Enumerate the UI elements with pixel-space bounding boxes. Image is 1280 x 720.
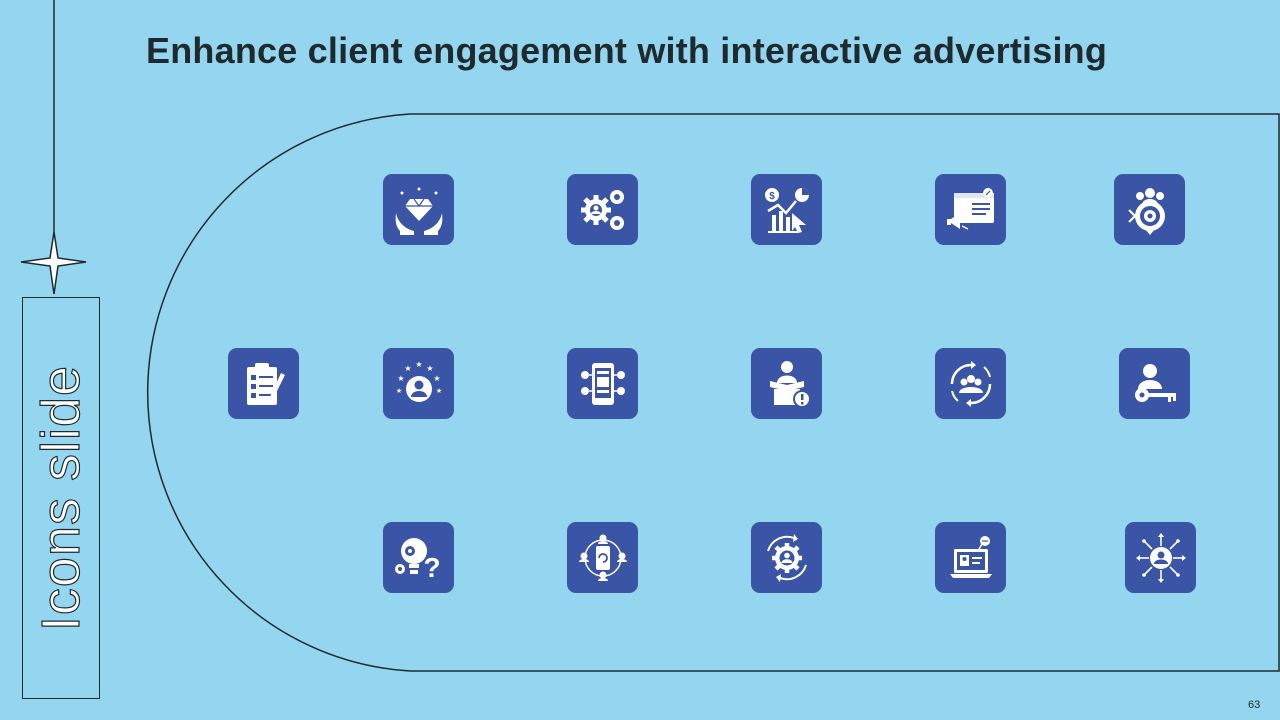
customer-rating-stars-icon: ★★★★★ ★ ★ [383, 348, 454, 419]
svg-text:★: ★ [426, 364, 433, 373]
laptop-profile-icon [935, 522, 1006, 593]
person-alert-box-icon [751, 348, 822, 419]
sales-chart-cursor-icon: $ [751, 174, 822, 245]
svg-text:★: ★ [415, 360, 422, 369]
checklist-clipboard-icon [228, 348, 299, 419]
svg-text:$: $ [769, 191, 775, 202]
hands-diamond-icon [383, 174, 454, 245]
svg-text:★: ★ [395, 387, 401, 395]
gear-person-cycle-icon [751, 522, 822, 593]
mobile-interactive-ad-icon [567, 348, 638, 419]
web-advertising-megaphone-icon [935, 174, 1006, 245]
side-label-box: Icons slide [22, 297, 100, 699]
side-label: Icons slide [30, 364, 91, 632]
user-reach-arrows-icon [1125, 522, 1196, 593]
person-key-icon [1119, 348, 1190, 419]
team-rotation-icon [935, 348, 1006, 419]
slide-title: Enhance client engagement with interacti… [146, 30, 1108, 71]
page-number: 63 [1248, 699, 1261, 711]
svg-text:★: ★ [433, 374, 440, 383]
svg-text:?: ? [423, 552, 440, 583]
gears-person-icon [567, 174, 638, 245]
rounded-frame [147, 113, 1280, 672]
audience-target-icon [1114, 174, 1185, 245]
idea-question-icon: ? [383, 522, 454, 593]
svg-text:★: ★ [397, 374, 404, 383]
svg-text:★: ★ [404, 364, 411, 373]
mobile-user-network-icon [567, 522, 638, 593]
svg-text:★: ★ [435, 387, 441, 395]
four-point-star [20, 231, 87, 295]
